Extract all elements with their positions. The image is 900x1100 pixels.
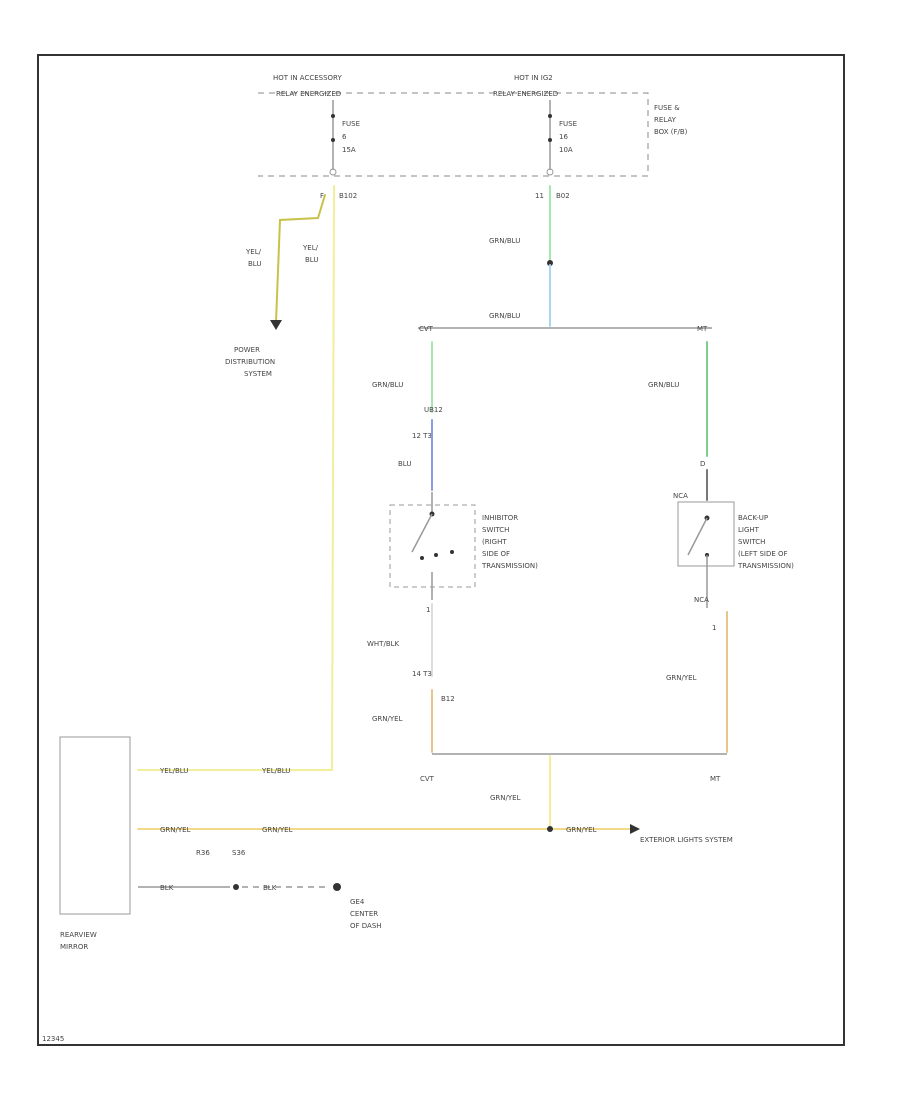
inhibitor-connector-top-1: UB12 (424, 406, 443, 414)
power-dist-arrow-icon (270, 320, 282, 330)
ground-icon (333, 883, 341, 891)
mirror-wire2-label-c: GRN/YEL (566, 826, 597, 834)
inhibitor-label-3: (RIGHT (482, 538, 507, 546)
backup-label-2: LIGHT (738, 526, 760, 534)
connector-left-name: B102 (339, 192, 357, 200)
wire-yel-blu-mirror (137, 185, 335, 771)
mirror-label-2: MIRROR (60, 943, 88, 951)
inhibitor-connector-bot: 14 T3 (412, 670, 432, 678)
wire-label-yel-blu-a-2: BLU (248, 260, 261, 268)
connector-right-name: B02 (556, 192, 570, 200)
left-source-title-1: HOT IN ACCESSORY (273, 74, 342, 82)
junction-bottom-left-label: CVT (420, 775, 435, 783)
fuse-relay-box-outline (258, 92, 649, 177)
backup-switch-box (677, 501, 735, 567)
wire-label-grn-blu-top: GRN/BLU (489, 237, 520, 245)
junction-bottom-right-label: MT (710, 775, 721, 783)
fuse-box-label-2: RELAY (654, 116, 677, 124)
inhibitor-label-5: TRANSMISSION) (481, 562, 538, 570)
fuse-right (546, 100, 554, 176)
fuse-left-number: 6 (342, 133, 347, 141)
backup-label-5: TRANSMISSION) (737, 562, 794, 570)
diagram-frame (37, 54, 845, 1046)
wire-label-grn-yel-mid: GRN/YEL (490, 794, 521, 802)
junction-top-left-label: CVT (419, 325, 434, 333)
backup-pin-num: 1 (712, 624, 716, 632)
fuse-box-label-1: FUSE & (654, 104, 680, 112)
backup-pin-top: NCA (673, 492, 688, 500)
power-dist-label-3: SYSTEM (244, 370, 272, 378)
backup-switch-symbol (687, 515, 710, 608)
fuse-left-label: FUSE (342, 120, 360, 128)
ground-label-2: CENTER (350, 910, 378, 918)
exterior-lights-label: EXTERIOR LIGHTS SYSTEM (640, 836, 733, 844)
fuse-box-label-3: BOX (F/B) (654, 128, 688, 136)
wire-label-grn-blu-right: GRN/BLU (648, 381, 679, 389)
junction-top-right-label: MT (697, 325, 708, 333)
wire-label-grn-yel-right: GRN/YEL (666, 674, 697, 682)
mirror-wire3-label-a: BLK (160, 884, 174, 892)
backup-pin-bot: NCA (694, 596, 709, 604)
inhibitor-label-4: SIDE OF (482, 550, 510, 558)
wire-label-blu: BLU (398, 460, 411, 468)
rearview-mirror-box (59, 736, 131, 915)
splice-bottom (547, 826, 553, 832)
fuse-left-rating: 15A (342, 146, 356, 154)
inhibitor-label-2: SWITCH (482, 526, 509, 534)
mirror-wire3-label-b: BLK (263, 884, 277, 892)
wire-label-grn-yel-left: GRN/YEL (372, 715, 403, 723)
mirror-wire1-label-b: YEL/BLU (261, 767, 290, 775)
backup-label-4: (LEFT SIDE OF (738, 550, 788, 558)
mirror-wire2-label-b: GRN/YEL (262, 826, 293, 834)
connector-r36-label: R36 (196, 849, 210, 857)
power-dist-label-1: POWER (234, 346, 260, 354)
right-source-title-2: RELAY ENERGIZED (493, 90, 558, 98)
inhibitor-label-1: INHIBITOR (482, 514, 518, 522)
footer-code: 12345 (42, 1035, 64, 1043)
splice-ground (233, 884, 239, 890)
wire-label-yel-blu-b-1: YEL/ (302, 244, 319, 252)
fuse-right-rating: 10A (559, 146, 573, 154)
fuse-right-label: FUSE (559, 120, 577, 128)
wire-label-wht-blk: WHT/BLK (367, 640, 400, 648)
backup-label-3: SWITCH (738, 538, 765, 546)
ground-label-1: GE4 (350, 898, 365, 906)
ground-label-3: OF DASH (350, 922, 382, 930)
inhibitor-switch-symbol (411, 492, 454, 600)
power-dist-label-2: DISTRIBUTION (225, 358, 275, 366)
mirror-label-1: REARVIEW (60, 931, 97, 939)
wire-label-grn-blu-mid: GRN/BLU (489, 312, 520, 320)
wire-label-yel-blu-b-2: BLU (305, 256, 318, 264)
connector-left-pin: F (320, 192, 324, 200)
mirror-wire1-label-a: YEL/BLU (159, 767, 188, 775)
mirror-wire2-label-a: GRN/YEL (160, 826, 191, 834)
wire-label-yel-blu-a-1: YEL/ (245, 248, 262, 256)
inhibitor-connector-bot-name: B12 (441, 695, 455, 703)
fuse-left (329, 100, 337, 176)
backup-label-1: BACK-UP (738, 514, 768, 522)
wire-yel-blu-power-dist (275, 194, 326, 323)
connector-s36-label: S36 (232, 849, 246, 857)
connector-right-pin: 11 (535, 192, 544, 200)
left-source-title-2: RELAY ENERGIZED (276, 90, 341, 98)
wire-label-grn-blu-left: GRN/BLU (372, 381, 403, 389)
backup-connector-top: D (700, 460, 705, 468)
inhibitor-connector-top-2: 12 T3 (412, 432, 432, 440)
fuse-right-number: 16 (559, 133, 568, 141)
splice-top (547, 260, 553, 266)
inhibitor-pin-num: 1 (426, 606, 430, 614)
right-source-title-1: HOT IN IG2 (514, 74, 553, 82)
exterior-lights-arrow-icon (630, 824, 640, 834)
